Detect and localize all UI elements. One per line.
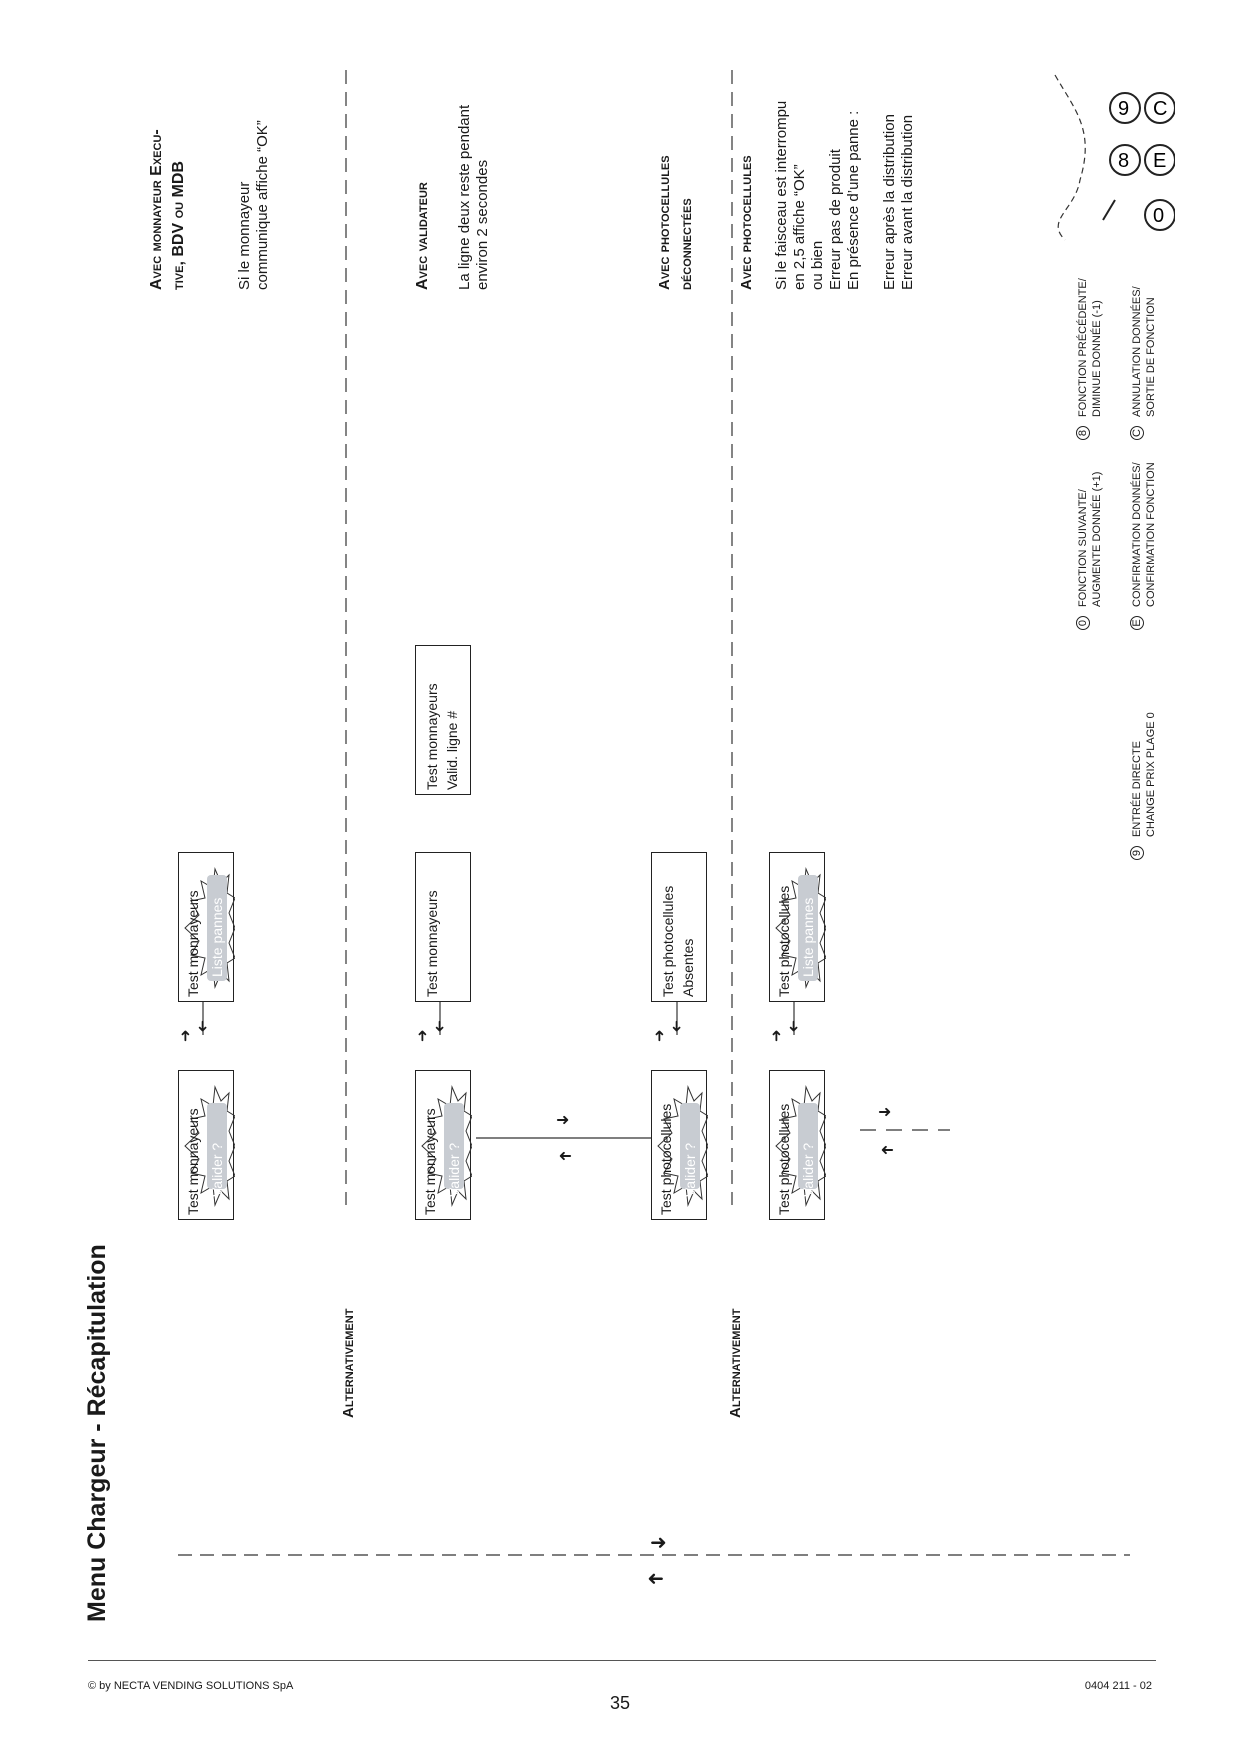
display-test-monnayeurs-liste-pannes: Test monnayeurs Liste pannes (178, 852, 235, 1002)
note-validateur-heading: Avec validateur (414, 182, 431, 290)
display-line-2: Valider ? (209, 1142, 225, 1197)
doc-code: 0404 211 - 02 (1084, 1680, 1152, 1692)
starburst-icon (184, 1085, 235, 1207)
display-line-1: Test photocellules (776, 1103, 792, 1215)
arrow-icon: ➜ (878, 1104, 892, 1121)
starburst-icon (657, 1085, 708, 1207)
display-line-2: Valider ? (446, 1142, 462, 1197)
legend-key-c: C Annulation données/ sortie de fonction (1130, 286, 1158, 440)
display-test-photocellules-liste-pannes: Test photocellules Liste pannes (769, 852, 826, 1002)
key-9-icon: 9 (1130, 846, 1144, 860)
starburst-icon (775, 1085, 826, 1207)
arrow-icon: ➜ (194, 1020, 211, 1033)
starburst-icon (421, 1085, 472, 1207)
key-c-icon: C (1130, 426, 1144, 440)
display-line-1: Test photocellules (660, 885, 676, 997)
legend-key-e: E Confirmation données/ confirmation fon… (1130, 462, 1158, 630)
alternativement-label: Alternativement (727, 1308, 744, 1418)
display-test-monnayeurs: Test monnayeurs (415, 852, 471, 1002)
arrow-icon: ➜ (177, 1029, 194, 1042)
arrow-icon: ➜ (558, 1148, 572, 1165)
note-photocellules-heading: Avec photocellules (738, 155, 755, 290)
display-line-2: Valider ? (800, 1142, 816, 1197)
display-line-1: Test monnayeurs (424, 683, 440, 790)
arrow-icon: ➜ (556, 1112, 570, 1129)
display-test-photocellules-absentes: Test photocellules Absentes (651, 852, 707, 1002)
legend-key-8: 8 Fonction précédente/ diminue donnée (-… (1076, 278, 1104, 440)
display-line-1: Test monnayeurs (185, 890, 201, 997)
copyright: © by NECTA VENDING SOLUTIONS SpA (88, 1680, 294, 1692)
arrow-icon: ➜ (880, 1142, 894, 1159)
page-number: 35 (609, 1693, 631, 1713)
arrow-icon: ➜ (414, 1029, 431, 1042)
display-line-1: Test photocellules (776, 885, 792, 997)
key-0-icon: 0 (1076, 616, 1090, 630)
note-monnayeur-text: Si le monnayeur communique affiche “OK” (236, 120, 271, 290)
display-line-2: Liste pannes (800, 897, 816, 977)
display-test-monnayeurs-valid-ligne: Test monnayeurs Valid. ligne # (415, 645, 471, 795)
svg-text:8: 8 (1118, 150, 1129, 172)
arrow-icon: ➜ (647, 1568, 664, 1590)
svg-text:C: C (1153, 98, 1167, 120)
display-line-2: Valid. ligne # (444, 710, 460, 790)
footer-rule (88, 1660, 1156, 1661)
starburst-icon (775, 867, 826, 989)
display-line-1: Test monnayeurs (422, 1108, 438, 1215)
keypad-icon: 9 8 C E 0 (1054, 74, 1175, 241)
svg-text:E: E (1153, 150, 1166, 172)
arrow-icon: ➜ (651, 1029, 668, 1042)
display-test-photocellules-valider: Test photocellules Valider ? (651, 1070, 708, 1220)
note-validateur-text: La ligne deux reste pendant environ 2 se… (456, 104, 491, 290)
arrow-icon: ➜ (785, 1020, 802, 1033)
svg-text:9: 9 (1118, 98, 1129, 120)
arrow-icon: ➜ (650, 1532, 667, 1554)
svg-text:0: 0 (1153, 205, 1164, 227)
arrow-icon: ➜ (668, 1020, 685, 1033)
note-photocellules-text: Si le faisceau est interrompu en 2,5 aff… (773, 100, 916, 290)
display-test-photocellules-valider-2: Test photocellules Valider ? (769, 1070, 826, 1220)
note-photocellules-deconnectees-heading: Avec photocellules déconnectées (656, 155, 695, 290)
starburst-icon (184, 867, 235, 989)
display-line-1: Test monnayeurs (424, 890, 440, 997)
key-e-icon: E (1130, 616, 1144, 630)
display-line-2: Liste pannes (209, 897, 225, 977)
key-8-icon: 8 (1076, 426, 1090, 440)
arrow-icon: ➜ (431, 1020, 448, 1033)
display-test-monnayeurs-valider: Test monnayeurs Valider ? (178, 1070, 235, 1220)
page-title: Menu Chargeur - Récapitulation (83, 1244, 111, 1622)
display-test-monnayeurs-valider-2: Test monnayeurs Valider ? (415, 1070, 472, 1220)
alternativement-label: Alternativement (340, 1308, 357, 1418)
display-line-2: Valider ? (682, 1142, 698, 1197)
legend-key-0: 0 Fonction suivante/ augmente donnée (+1… (1076, 472, 1104, 630)
display-line-1: Test photocellules (658, 1103, 674, 1215)
display-line-1: Test monnayeurs (185, 1108, 201, 1215)
display-line-2: Absentes (680, 938, 696, 997)
legend-key-9: 9 Entrée directe change prix plage 0 (1130, 712, 1158, 860)
arrow-icon: ➜ (768, 1029, 785, 1042)
note-monnayeur-heading: Avec monnayeur Execu- tive, BDV ou MDB (148, 129, 187, 290)
